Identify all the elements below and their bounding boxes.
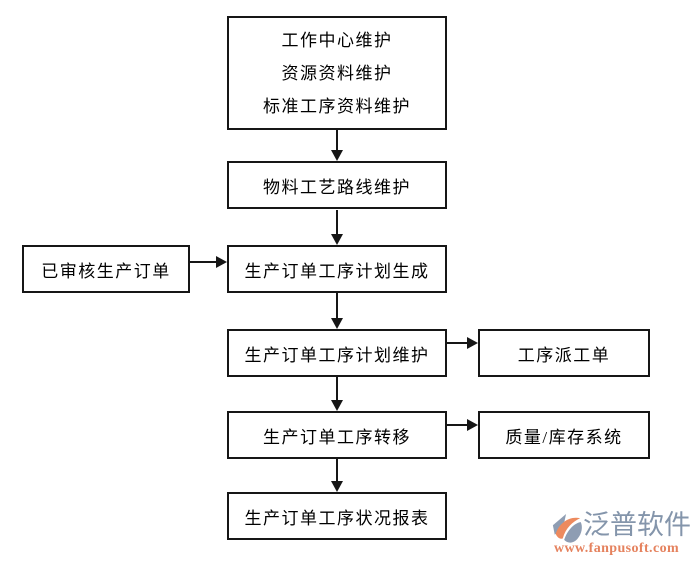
flow-box-process-transfer-label: 生产订单工序转移 bbox=[263, 427, 411, 447]
arrow-line bbox=[336, 210, 338, 234]
flow-box-process-plan-maintain: 生产订单工序计划维护 bbox=[227, 329, 447, 377]
flow-box-approved-production-order: 已审核生产订单 bbox=[22, 245, 190, 293]
fanpu-watermark: 泛普软件 www.fanpusoft.com bbox=[549, 508, 691, 560]
arrow-line bbox=[336, 459, 338, 481]
flow-box-master-line1: 工作中心维护 bbox=[281, 30, 393, 50]
arrowhead-down-icon bbox=[331, 481, 343, 492]
arrowhead-down-icon bbox=[331, 400, 343, 411]
arrow-down-maintain-to-transfer bbox=[331, 377, 343, 411]
arrow-line bbox=[336, 130, 338, 150]
arrowhead-right-icon bbox=[467, 419, 478, 431]
arrowhead-right-icon bbox=[216, 256, 227, 268]
arrow-right-transfer-to-quality bbox=[447, 419, 478, 431]
arrowhead-right-icon bbox=[467, 337, 478, 349]
arrowhead-down-icon bbox=[331, 150, 343, 161]
flow-box-process-status-report: 生产订单工序状况报表 bbox=[227, 492, 447, 540]
arrow-right-approved-to-generate bbox=[190, 256, 227, 268]
arrow-line bbox=[190, 261, 216, 263]
arrow-down-routing-to-generate bbox=[331, 210, 343, 245]
arrow-down-generate-to-maintain bbox=[331, 293, 343, 329]
flow-box-master-data: 工作中心维护 资源资料维护 标准工序资料维护 bbox=[227, 16, 447, 130]
flow-box-process-transfer: 生产订单工序转移 bbox=[227, 411, 447, 459]
flow-box-quality-inventory-system-label: 质量/库存系统 bbox=[505, 427, 623, 447]
fanpu-globe-icon bbox=[552, 514, 582, 543]
flow-box-process-dispatch-order: 工序派工单 bbox=[478, 329, 650, 377]
arrow-line bbox=[447, 342, 467, 344]
arrow-line bbox=[336, 293, 338, 318]
flow-box-quality-inventory-system: 质量/库存系统 bbox=[478, 411, 650, 459]
flow-box-master-line3: 标准工序资料维护 bbox=[263, 96, 411, 116]
arrow-right-maintain-to-dispatch bbox=[447, 337, 478, 349]
flow-box-process-status-report-label: 生产订单工序状况报表 bbox=[244, 508, 430, 528]
arrow-line bbox=[336, 377, 338, 400]
flow-box-material-routing: 物料工艺路线维护 bbox=[227, 161, 447, 209]
flow-box-process-plan-generate: 生产订单工序计划生成 bbox=[227, 245, 447, 293]
flow-box-process-plan-maintain-label: 生产订单工序计划维护 bbox=[244, 345, 430, 365]
fanpu-url-text: www.fanpusoft.com bbox=[554, 541, 680, 556]
flow-box-material-routing-label: 物料工艺路线维护 bbox=[263, 177, 411, 197]
flow-box-process-plan-generate-label: 生产订单工序计划生成 bbox=[244, 261, 430, 281]
arrowhead-down-icon bbox=[331, 234, 343, 245]
arrowhead-down-icon bbox=[331, 318, 343, 329]
flow-box-master-line2: 资源资料维护 bbox=[281, 63, 393, 83]
flow-box-approved-production-order-label: 已审核生产订单 bbox=[41, 261, 171, 281]
arrow-line bbox=[447, 424, 467, 426]
arrow-down-transfer-to-report bbox=[331, 459, 343, 492]
fanpu-brand-text: 泛普软件 bbox=[583, 510, 691, 540]
arrow-down-master-to-routing bbox=[331, 130, 343, 161]
flow-box-process-dispatch-order-label: 工序派工单 bbox=[517, 345, 611, 365]
